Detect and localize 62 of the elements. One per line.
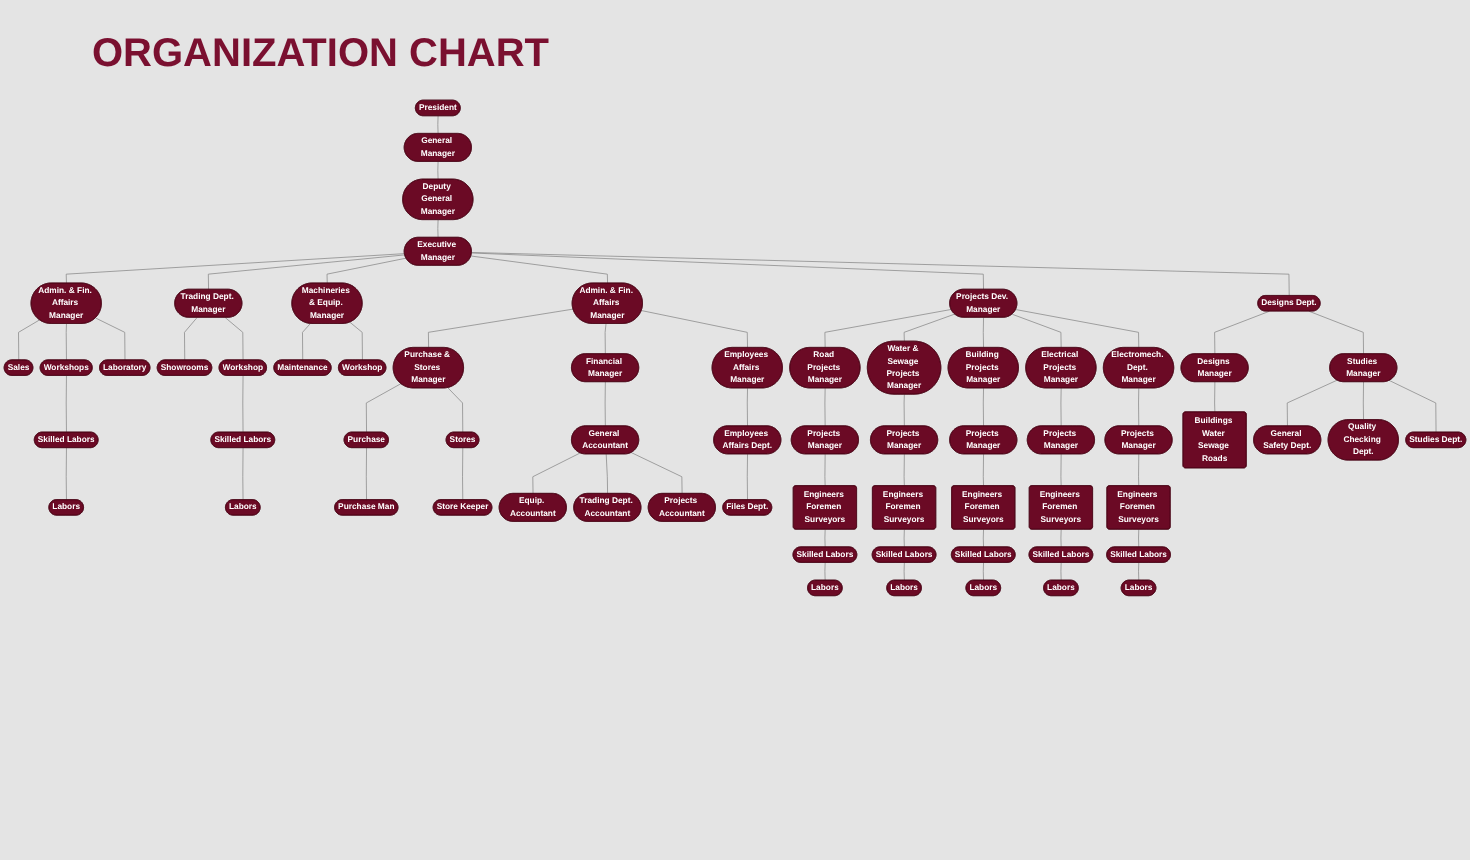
connector bbox=[437, 219, 439, 238]
connector bbox=[1362, 381, 1364, 421]
connector bbox=[1060, 562, 1062, 581]
connector bbox=[982, 387, 984, 427]
connector bbox=[824, 387, 826, 427]
connector bbox=[982, 529, 984, 548]
connector bbox=[184, 317, 198, 361]
connector bbox=[903, 562, 905, 581]
connector bbox=[1060, 387, 1062, 427]
connector bbox=[65, 253, 405, 284]
connector bbox=[349, 321, 363, 361]
connector bbox=[982, 562, 984, 581]
connector bbox=[242, 447, 244, 501]
connector bbox=[437, 161, 439, 180]
connector bbox=[605, 453, 608, 494]
connector bbox=[1060, 453, 1062, 487]
connector bbox=[1138, 562, 1140, 581]
connector bbox=[65, 375, 67, 433]
connector bbox=[1286, 379, 1338, 427]
connector bbox=[207, 254, 406, 290]
connector bbox=[630, 452, 683, 494]
connector bbox=[903, 453, 905, 487]
connector bbox=[1060, 529, 1062, 548]
connector bbox=[604, 381, 606, 427]
connector bbox=[903, 529, 905, 548]
connector bbox=[470, 255, 608, 284]
connector bbox=[903, 394, 905, 427]
connector bbox=[302, 323, 311, 361]
connector bbox=[982, 317, 984, 349]
connector bbox=[532, 452, 581, 494]
connector bbox=[1015, 309, 1140, 349]
connector bbox=[65, 323, 67, 361]
connector bbox=[242, 375, 244, 433]
connector bbox=[746, 453, 748, 501]
connector bbox=[428, 308, 574, 349]
connector bbox=[1308, 310, 1364, 355]
connector bbox=[1011, 313, 1062, 349]
connector bbox=[1388, 380, 1437, 433]
connector bbox=[1214, 310, 1270, 355]
connector bbox=[1138, 529, 1140, 548]
connector bbox=[824, 529, 826, 548]
connector bbox=[326, 257, 407, 284]
connector bbox=[462, 447, 464, 501]
chart-title: ORGANIZATION CHART bbox=[92, 32, 549, 78]
connector bbox=[824, 309, 952, 349]
connector bbox=[824, 562, 826, 581]
connector bbox=[604, 323, 607, 355]
connector bbox=[641, 310, 748, 349]
connector bbox=[365, 447, 367, 501]
connector bbox=[447, 387, 464, 433]
connector bbox=[224, 317, 244, 361]
connector bbox=[824, 453, 826, 487]
connector bbox=[903, 313, 956, 342]
connector bbox=[437, 115, 439, 135]
connector bbox=[1138, 387, 1140, 427]
connector bbox=[471, 252, 984, 290]
connector bbox=[746, 387, 748, 427]
connector bbox=[1138, 453, 1140, 487]
connector bbox=[1214, 381, 1216, 413]
connector bbox=[982, 453, 984, 487]
connector bbox=[471, 252, 1290, 297]
connector bbox=[65, 447, 67, 501]
